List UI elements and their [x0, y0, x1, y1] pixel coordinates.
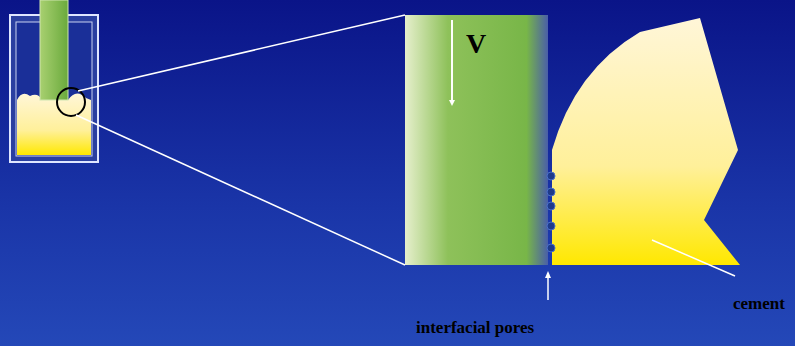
arrow-head [449, 100, 455, 106]
zoom-line [78, 15, 405, 91]
beaker-icon [10, 0, 98, 162]
cement-mass [552, 18, 740, 265]
arrow-head [545, 271, 551, 278]
rod [405, 15, 548, 265]
leader-line [652, 240, 735, 276]
material-label: cement [733, 294, 785, 314]
pores-label: interfacial pores [416, 318, 534, 338]
velocity-arrow [451, 20, 453, 104]
interfacial-pores [547, 172, 555, 252]
zoom-line [76, 115, 405, 265]
velocity-label: V [466, 28, 486, 60]
